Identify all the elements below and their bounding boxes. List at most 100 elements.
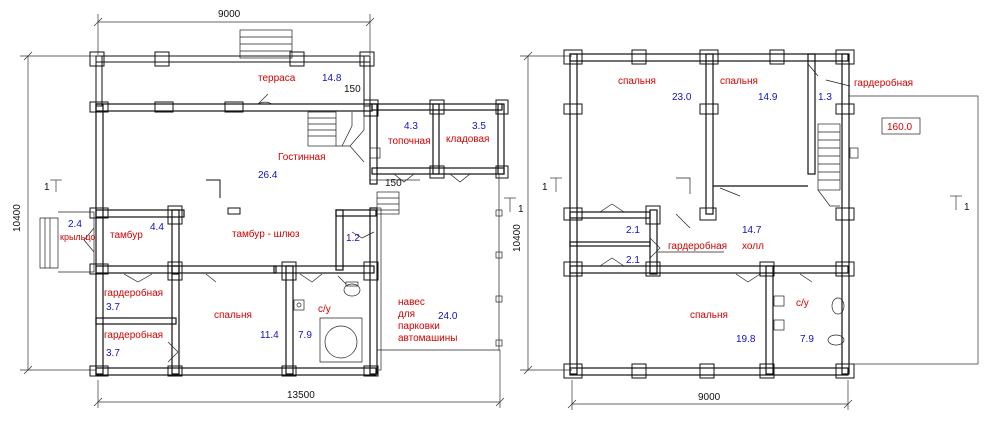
wall-vestibule-east (171, 209, 180, 275)
roof-outline (848, 95, 979, 365)
upper-closet1-area: 2.1 (626, 225, 640, 236)
svg-text:1: 1 (964, 202, 970, 213)
upper-wall-west (569, 53, 578, 375)
upper-closet2-area: 2.1 (626, 255, 640, 266)
living-stairs (307, 111, 365, 163)
wardrobe-leader (825, 79, 851, 87)
upper-wall-bedroom-divider (705, 53, 714, 215)
upper-dim-left-label: 10400 (512, 224, 523, 252)
terrace-railing-top (95, 55, 371, 63)
upper-hall-area: 14.7 (742, 225, 762, 236)
upper-wall-south (569, 367, 849, 376)
wall-mid (95, 265, 277, 274)
upper-stairs (817, 123, 859, 207)
dim-top-label: 9000 (218, 9, 241, 20)
upper-wall-north (569, 53, 849, 62)
toilet-icon (343, 281, 361, 297)
room-airlock-label: тамбур - шлюз (232, 228, 300, 240)
upper-boiler-icon (849, 147, 859, 159)
door-swings-upper (599, 63, 819, 283)
upper-dim-bottom-label: 9000 (698, 392, 721, 403)
room-bath-area: 7.9 (298, 330, 312, 341)
svg-text:1: 1 (44, 182, 50, 193)
room-bath-label: с/у (318, 304, 331, 315)
bathtub (319, 317, 363, 363)
room-living-area: 26.4 (258, 170, 278, 181)
svg-text:1: 1 (542, 182, 548, 193)
upper-wardrobe-label: гардеробная (854, 77, 913, 89)
svg-text:1: 1 (518, 204, 524, 215)
room-terrace-area: 14.8 (322, 73, 342, 84)
upper-bedroom2-area: 14.9 (758, 92, 778, 103)
log-posts-upper (563, 49, 855, 379)
wall-service-north (371, 103, 503, 111)
wall-north (95, 103, 373, 112)
porch-steps (39, 211, 95, 273)
upper-bath-area: 7.9 (800, 334, 814, 345)
section-mark-right: 1 (504, 197, 524, 215)
carport-label-3: парковки (398, 321, 440, 332)
wall-wardrobe-east (171, 265, 180, 375)
upper-bedroom1-label: спальня (618, 76, 656, 87)
room-living-label: Гостинная (278, 152, 326, 163)
upper-section-mark-left: 1 (542, 177, 562, 193)
carport-label-4: автомашины (398, 333, 457, 344)
upper-wardrobe-area: 1.3 (818, 92, 832, 103)
total-area-box (881, 117, 921, 135)
ground-floor-plan: 9000 13500 10400 (12, 9, 524, 408)
room-airlock-area: 1.2 (346, 233, 360, 244)
room-porch-label: крыльцо (60, 232, 95, 242)
upper-wall-closet-mid (569, 241, 651, 247)
carport-label-2: для (398, 309, 415, 320)
upper-floor-plan: 10400 9000 (512, 49, 979, 410)
upper-hall-label: холл (742, 241, 764, 252)
upper-bath-label: с/у (796, 298, 809, 309)
room-vestibule-area: 4.4 (150, 222, 164, 233)
upper-wall-wardrobe (807, 53, 816, 175)
upper-wall-east (841, 53, 850, 375)
room-bedroom-area: 11.4 (260, 330, 279, 341)
room-boiler-area: 4.3 (404, 121, 418, 132)
door-swings-ground (83, 93, 471, 363)
upper-wall-closet-east (649, 209, 658, 275)
wall-vestibule-top (95, 209, 185, 218)
wall-service-south (371, 167, 505, 175)
upper-bath-fixtures (773, 295, 845, 346)
wall-south (95, 367, 377, 376)
upper-section-mark-right: 1 (950, 195, 970, 213)
upper-dimension-bottom: 9000 (567, 380, 853, 410)
upper-wall-mid (569, 265, 849, 274)
room-vestibule-label: тамбур (110, 229, 143, 241)
wall-bath-west (285, 265, 294, 375)
room-terrace-label: терраса (258, 73, 296, 84)
upper-wall-bath-west (765, 265, 774, 375)
terrace-step-dim: 150 (344, 84, 361, 95)
hall-step-dim: 150 (385, 178, 402, 189)
room-wardrobe2-area: 3.7 (106, 348, 120, 359)
dimension-left: 10400 (12, 51, 96, 375)
room-storage-area: 3.5 (472, 121, 486, 132)
dimension-top: 9000 (93, 9, 375, 55)
dim-bottom-label: 13500 (287, 390, 315, 401)
sink-icon (293, 299, 305, 311)
wall-wardrobe-divider (95, 317, 177, 325)
upper-hall-wardrobe-label: гардеробная (668, 240, 727, 252)
total-area-value: 160.0 (887, 122, 912, 133)
wall-west (95, 103, 104, 375)
room-wardrobe2-label: гардеробная (104, 329, 163, 341)
carport-label-1: навес (398, 297, 425, 308)
carport-outline (376, 174, 503, 371)
upper-bedroom3-label: спальня (690, 310, 728, 321)
boiler-icon (369, 147, 381, 159)
room-storage-label: кладовая (446, 134, 489, 145)
room-wardrobe1-area: 3.7 (106, 302, 120, 313)
room-wardrobe1-label: гардеробная (104, 287, 163, 299)
section-mark-left: 1 (44, 179, 62, 193)
log-posts-ground (89, 51, 509, 377)
carport-area: 24.0 (438, 311, 458, 322)
upper-dimension-left: 10400 (512, 51, 572, 375)
dim-left-label: 10400 (12, 204, 23, 232)
wall-east-lower (369, 207, 378, 375)
upper-bedroom1-area: 23.0 (672, 92, 692, 103)
